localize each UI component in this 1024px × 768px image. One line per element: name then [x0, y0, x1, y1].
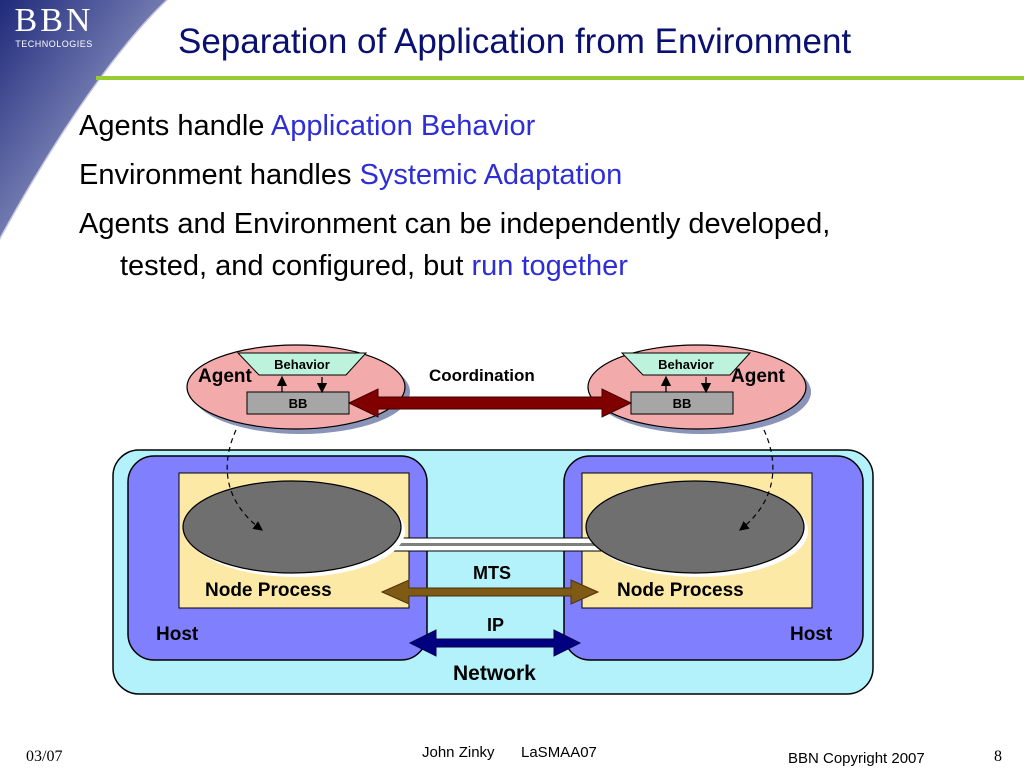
behavior-left-label: Behavior	[274, 357, 330, 372]
footer-page-number: 8	[994, 748, 1002, 765]
corner-swoosh	[0, 0, 168, 240]
bullet-3-text: tested, and configured, but	[120, 250, 472, 282]
bb-left-label: BB	[288, 396, 308, 411]
bullet-2: Environment handles Systemic Adaptation	[79, 159, 622, 192]
mts-label: MTS	[473, 563, 511, 583]
node-process-right-label: Node Process	[617, 580, 744, 601]
coordination-label: Coordination	[429, 366, 535, 385]
coordination-arrow	[347, 388, 633, 418]
node-process-left-label: Node Process	[205, 580, 332, 601]
bullet-3-line-1: Agents and Environment can be independen…	[79, 208, 831, 240]
behavior-left-shape	[236, 352, 368, 376]
agent-left-to-node-connector	[226, 429, 263, 531]
agent-right-label: Agent	[731, 366, 785, 387]
bullet-1-text: Agents handle	[79, 110, 271, 142]
ip-label: IP	[487, 615, 505, 635]
bbn-logo: BBN TECHNOLOGIES	[8, 2, 100, 50]
bullet-3-line-2: tested, and configured, but run together	[120, 250, 628, 283]
bb-right-label: BB	[672, 396, 692, 411]
node-ellipse-left	[182, 480, 402, 574]
agent-left-label: Agent	[198, 366, 252, 387]
footer-event: LaSMAA07	[521, 744, 597, 761]
footer-copyright: BBN Copyright 2007	[788, 750, 925, 767]
footer-date: 03/07	[26, 748, 63, 765]
footer-author: John Zinky	[422, 744, 495, 761]
title-underline	[96, 76, 1024, 80]
host-left-label: Host	[156, 624, 199, 645]
logo-wordmark: BBN	[14, 2, 94, 39]
mts-arrow	[380, 579, 600, 605]
behavior-right-label: Behavior	[658, 357, 714, 372]
bullet-3-highlight: run together	[471, 250, 628, 282]
network-label: Network	[453, 662, 536, 685]
bullet-1-highlight: Application Behavior	[270, 110, 536, 142]
agent-right-to-node-connector	[739, 429, 774, 531]
logo-subtitle: TECHNOLOGIES	[15, 39, 93, 49]
bullet-1: Agents handle Application Behavior	[79, 110, 535, 143]
bullet-2-text: Environment handles	[79, 159, 360, 191]
ip-arrow	[408, 629, 582, 657]
behavior-right-shape	[620, 352, 752, 376]
host-right-label: Host	[790, 624, 833, 645]
bullet-2-highlight: Systemic Adaptation	[359, 159, 623, 191]
node-ellipse-right	[585, 480, 805, 574]
slide-title: Separation of Application from Environme…	[178, 22, 852, 61]
